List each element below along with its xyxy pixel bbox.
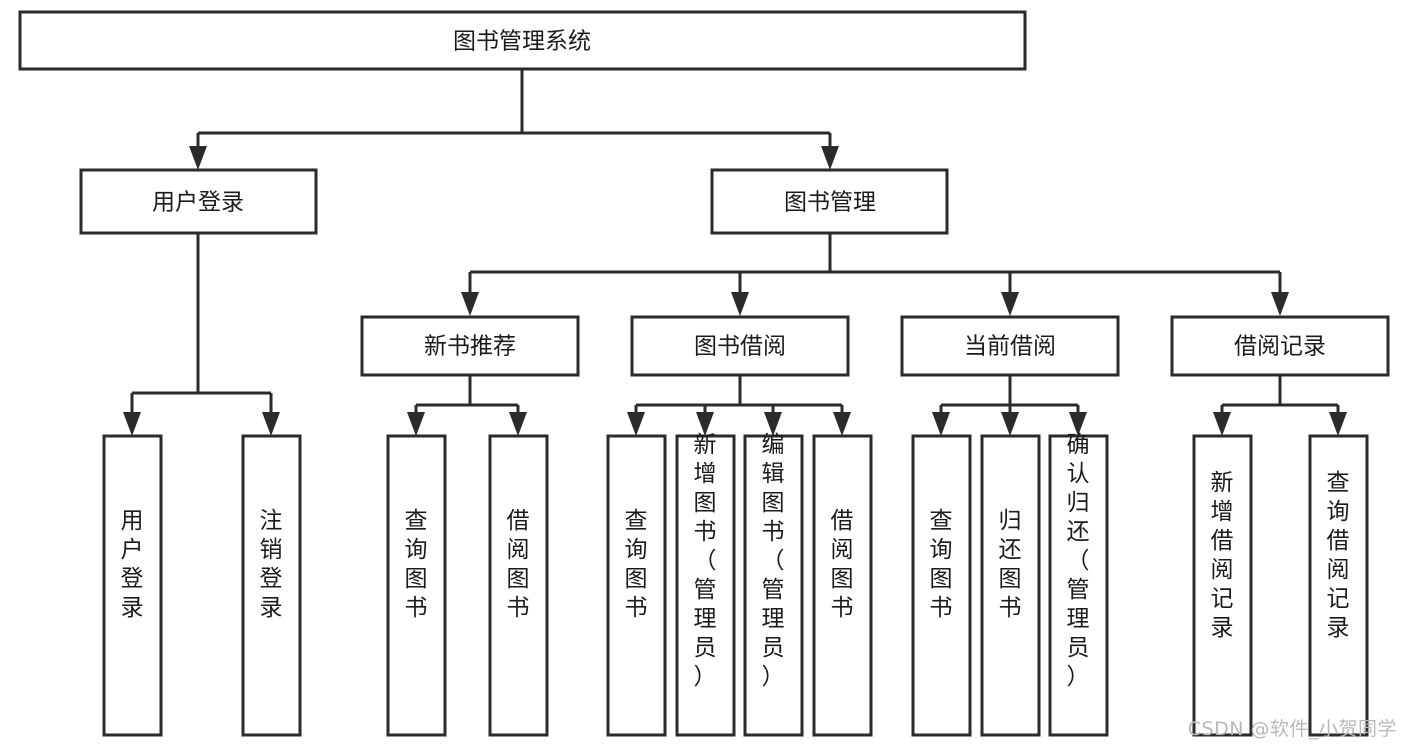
arrow-to-leaf-user-login [123, 412, 141, 436]
node-leaf-user-logout[interactable]: 注销登录 [241, 434, 302, 737]
node-new-book-recommend[interactable]: 新书推荐 [360, 315, 580, 377]
node-leaf-query-book-2-box[interactable] [606, 434, 667, 737]
node-current-borrow-box[interactable] [900, 315, 1120, 377]
node-leaf-add-record-label: 新增借阅记录 [1211, 470, 1234, 641]
connectors-current-borrow-to-leaves [932, 375, 1087, 436]
connectors-new-book-to-leaves [407, 375, 527, 436]
node-book-borrow-label: 图书借阅 [694, 334, 786, 360]
arrow-to-book-management [821, 146, 839, 170]
node-root-book-management-system[interactable]: 图书管理系统 [18, 10, 1027, 71]
node-leaf-query-record[interactable]: 查询借阅记录 [1308, 434, 1369, 737]
arrow-to-leaf-query-book-2 [627, 412, 645, 436]
node-leaf-user-logout-box[interactable] [241, 434, 302, 737]
arrow-to-leaf-add-book [696, 412, 714, 436]
node-leaf-query-book-3-box[interactable] [911, 434, 972, 737]
node-leaf-user-login-box[interactable] [102, 434, 163, 737]
node-leaf-edit-book-box[interactable] [743, 434, 804, 737]
arrow-to-leaf-confirm-return [1069, 412, 1087, 436]
node-root-box[interactable] [18, 10, 1027, 71]
node-leaf-query-record-label: 查询借阅记录 [1327, 470, 1350, 641]
node-leaf-query-book-2[interactable]: 查询图书 [606, 434, 667, 737]
node-leaf-add-book-label: 新增图书（管理员） [694, 432, 717, 690]
node-leaf-edit-book-label: 编辑图书（管理员） [762, 432, 785, 690]
node-root-label: 图书管理系统 [453, 29, 591, 55]
node-leaf-borrow-book-2-box[interactable] [812, 434, 873, 737]
node-leaf-edit-book[interactable]: 编辑图书（管理员） [743, 432, 804, 737]
arrow-to-borrow-record [1271, 292, 1289, 316]
arrow-to-leaf-user-logout [262, 412, 280, 436]
node-leaf-confirm-return-box[interactable] [1048, 434, 1109, 737]
node-leaf-borrow-book-2[interactable]: 借阅图书 [812, 434, 873, 737]
arrow-to-leaf-query-book-3 [932, 412, 950, 436]
node-borrow-record-label: 借阅记录 [1234, 334, 1326, 360]
csdn-watermark: CSDN @软件_小贺同学 [1187, 718, 1397, 740]
node-user-login[interactable]: 用户登录 [79, 168, 318, 235]
node-leaf-return-book-box[interactable] [980, 434, 1041, 737]
node-leaf-confirm-return-label: 确认归还（管理员） [1067, 432, 1090, 690]
connectors-root-to-level1 [189, 69, 839, 170]
arrow-to-leaf-borrow-book-1 [509, 412, 527, 436]
node-book-management[interactable]: 图书管理 [710, 168, 949, 235]
node-leaf-return-book-label: 归还图书 [999, 508, 1022, 621]
node-current-borrow-label: 当前借阅 [964, 334, 1056, 360]
node-current-borrow[interactable]: 当前借阅 [900, 315, 1120, 377]
node-leaf-query-book-1-box[interactable] [386, 434, 447, 737]
node-leaf-borrow-book-1-label: 借阅图书 [507, 508, 530, 621]
arrow-to-leaf-query-record [1329, 412, 1347, 436]
node-leaf-confirm-return[interactable]: 确认归还（管理员） [1048, 432, 1109, 737]
node-leaf-borrow-book-2-label: 借阅图书 [831, 508, 854, 621]
arrow-to-user-login [189, 146, 207, 170]
node-new-book-recommend-label: 新书推荐 [424, 334, 516, 360]
node-user-login-box[interactable] [79, 168, 318, 235]
node-leaf-query-book-2-label: 查询图书 [625, 508, 648, 621]
arrow-to-leaf-query-book-1 [407, 412, 425, 436]
arrow-to-leaf-add-record [1213, 412, 1231, 436]
node-leaf-query-book-3[interactable]: 查询图书 [911, 434, 972, 737]
node-borrow-record-box[interactable] [1170, 315, 1390, 377]
node-leaf-add-book-box[interactable] [675, 434, 736, 737]
node-leaf-query-book-1-label: 查询图书 [405, 508, 428, 621]
node-leaf-user-login[interactable]: 用户登录 [102, 434, 163, 737]
arrow-to-leaf-return-book [1001, 412, 1019, 436]
node-book-management-box[interactable] [710, 168, 949, 235]
arrow-to-leaf-borrow-book-2 [833, 412, 851, 436]
connectors-borrow-record-to-leaves [1213, 375, 1347, 436]
node-leaf-query-book-1[interactable]: 查询图书 [386, 434, 447, 737]
node-book-borrow[interactable]: 图书借阅 [630, 315, 850, 377]
node-leaf-return-book[interactable]: 归还图书 [980, 434, 1041, 737]
arrow-to-new-book-recommend [461, 292, 479, 316]
node-leaf-add-record-box[interactable] [1192, 434, 1253, 737]
node-leaf-query-book-3-label: 查询图书 [930, 508, 953, 621]
node-leaf-add-record[interactable]: 新增借阅记录 [1192, 434, 1253, 737]
node-new-book-recommend-box[interactable] [360, 315, 580, 377]
node-leaf-user-logout-label: 注销登录 [260, 508, 283, 621]
node-leaf-add-book[interactable]: 新增图书（管理员） [675, 432, 736, 737]
node-leaf-borrow-book-1-box[interactable] [488, 434, 549, 737]
node-leaf-query-record-box[interactable] [1308, 434, 1369, 737]
node-leaf-borrow-book-1[interactable]: 借阅图书 [488, 434, 549, 737]
node-book-borrow-box[interactable] [630, 315, 850, 377]
node-borrow-record[interactable]: 借阅记录 [1170, 315, 1390, 377]
arrow-to-book-borrow [731, 292, 749, 316]
node-leaf-user-login-label: 用户登录 [121, 508, 144, 621]
connectors-book-borrow-to-leaves [627, 375, 851, 436]
arrow-to-leaf-edit-book [764, 412, 782, 436]
node-user-login-label: 用户登录 [152, 190, 244, 216]
arrow-to-current-borrow [1001, 292, 1019, 316]
connectors-book-management-to-level2 [461, 233, 1289, 316]
node-book-management-label: 图书管理 [784, 190, 876, 216]
connectors-user-login-to-leaves [123, 233, 280, 436]
